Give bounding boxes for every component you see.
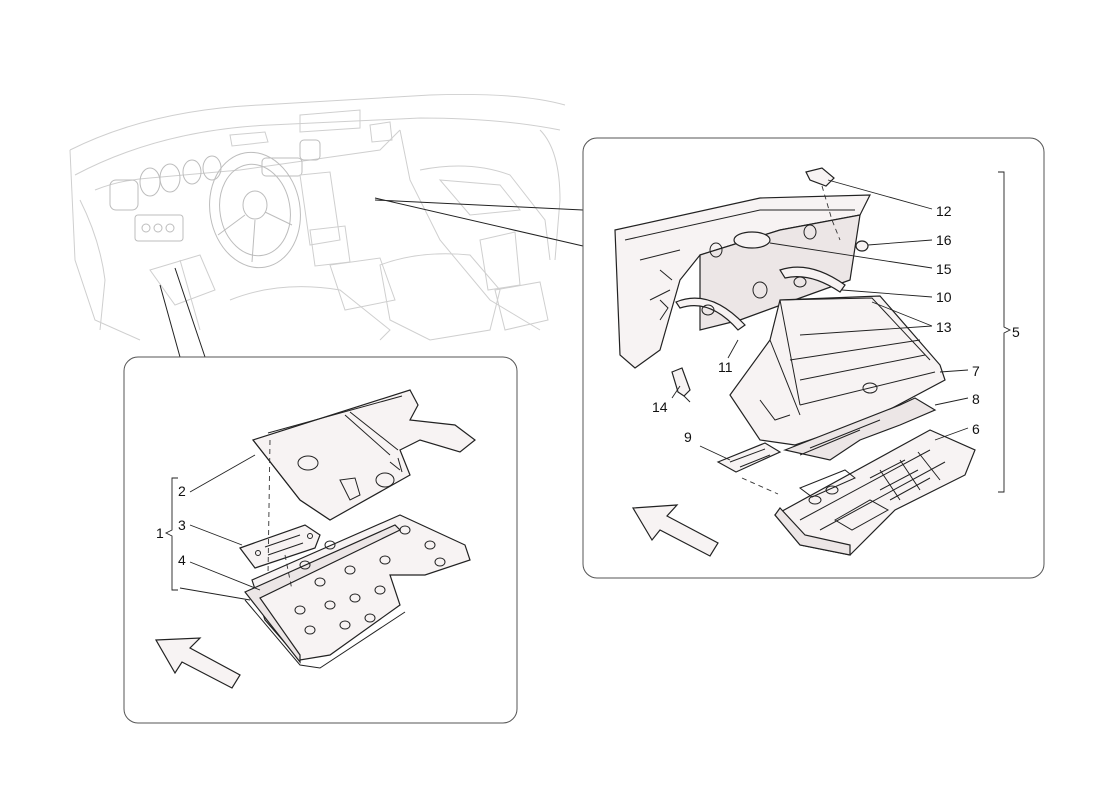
glovebox-housing-assembly	[614, 167, 976, 556]
liner-cups	[294, 525, 446, 635]
left-detail-frame	[123, 356, 518, 724]
callout-5: 5	[1012, 324, 1020, 340]
part-11-damper	[675, 297, 746, 331]
left-callout-leaders	[164, 454, 261, 601]
callout-1: 1	[156, 525, 164, 541]
arrow-icon-right	[631, 504, 719, 557]
callout-6: 6	[972, 421, 980, 437]
right-callout-leaders	[671, 171, 1012, 493]
car-interior-context	[69, 93, 584, 358]
callout-10: 10	[936, 289, 952, 305]
part-9-hinge-plate	[716, 442, 782, 473]
arrow-icon-left	[154, 637, 241, 689]
part-liner-frame	[244, 524, 402, 664]
part-12-latch	[805, 167, 835, 187]
callout-2: 2	[178, 483, 186, 499]
callout-9: 9	[684, 429, 692, 445]
callout-15: 15	[936, 261, 952, 277]
callout-3: 3	[178, 517, 186, 533]
callout-14: 14	[652, 399, 668, 415]
part-3-hinge	[239, 524, 321, 569]
part-8-hinge-mechanism	[782, 397, 937, 461]
callout-16: 16	[936, 232, 952, 248]
part-15-lamp	[733, 231, 771, 249]
callout-labels: 1 2 3 4 5 6 7 8 9 10 11 12 13 14 15 16	[156, 203, 1020, 568]
callout-8: 8	[972, 391, 980, 407]
part-10-damper	[779, 266, 846, 293]
part-7-storage-box	[729, 295, 946, 446]
glovebox-lid-assembly	[239, 389, 476, 669]
callout-4: 4	[178, 552, 186, 568]
part-14-switch	[671, 367, 691, 397]
part-6-door-edge	[774, 507, 851, 556]
part-16-cap	[855, 240, 869, 252]
callout-13: 13	[936, 319, 952, 335]
callout-11: 11	[718, 359, 733, 375]
callout-12: 12	[936, 203, 952, 219]
callout-7: 7	[972, 363, 980, 379]
